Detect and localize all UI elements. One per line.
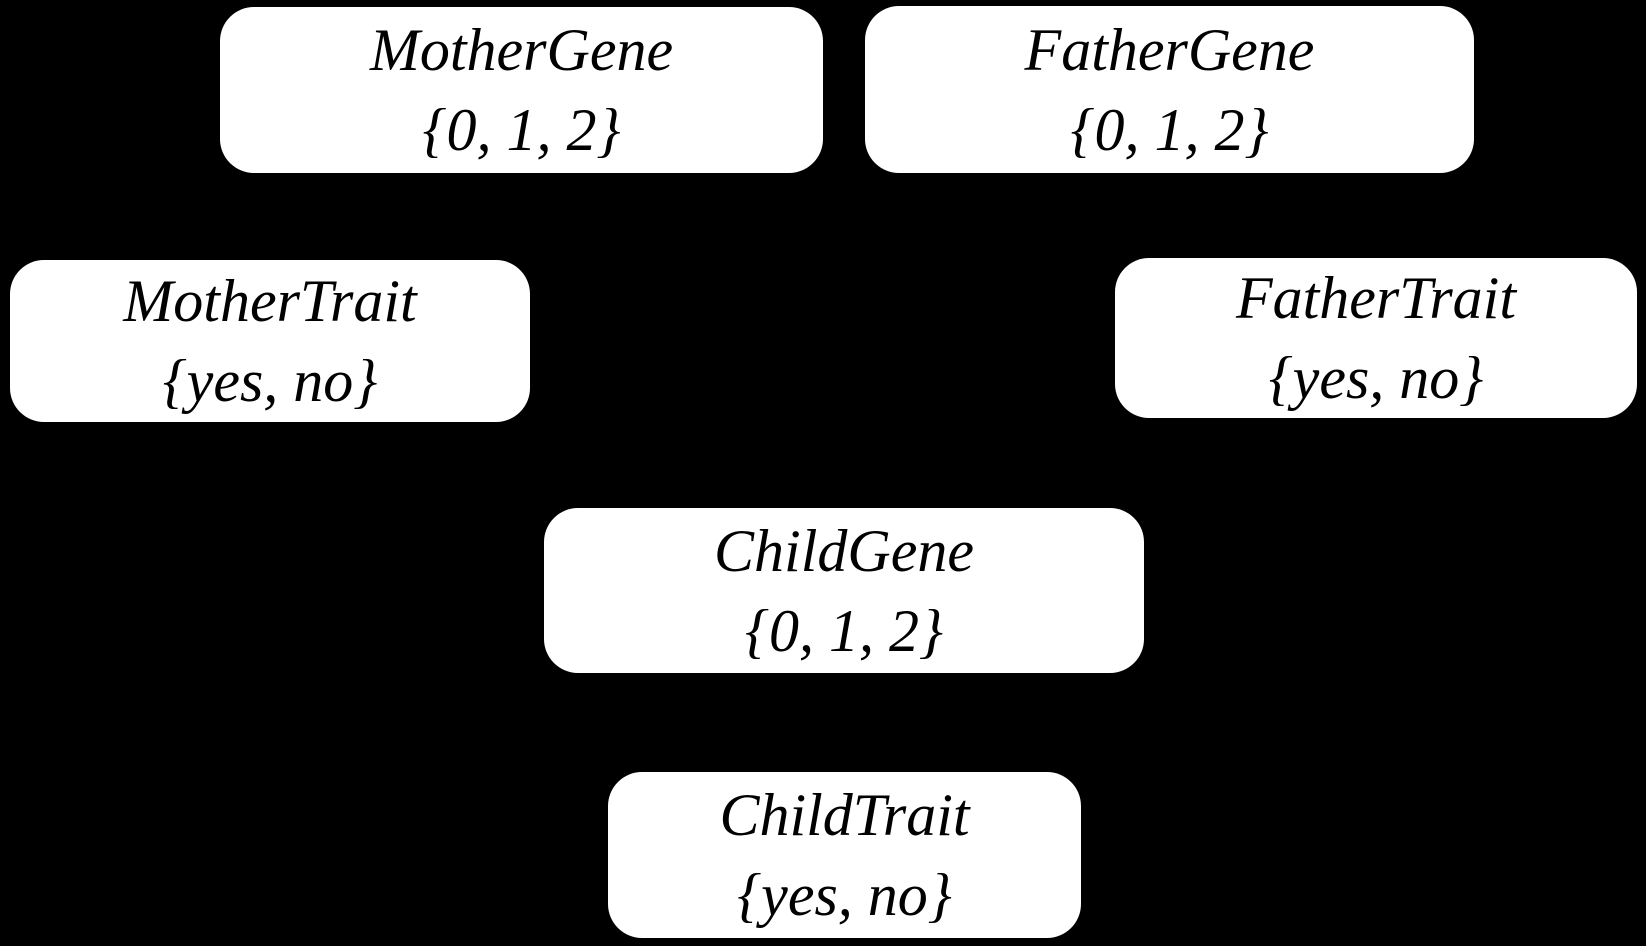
- node-mother-trait-label: MotherTrait: [123, 268, 417, 334]
- node-father-trait-label: FatherTrait: [1235, 265, 1517, 331]
- node-father-trait-domain: {yes, no}: [1268, 345, 1484, 411]
- node-child-gene-domain: {0, 1, 2}: [745, 597, 943, 664]
- node-child-trait-domain: {yes, no}: [737, 862, 952, 928]
- node-mother-trait-domain: {yes, no}: [162, 348, 378, 414]
- node-father-gene-label: FatherGene: [1024, 16, 1315, 83]
- node-child-trait: ChildTrait {yes, no}: [608, 772, 1081, 938]
- node-mother-gene: MotherGene {0, 1, 2}: [220, 7, 823, 173]
- node-father-trait: FatherTrait {yes, no}: [1115, 258, 1637, 418]
- node-mother-gene-domain: {0, 1, 2}: [422, 97, 621, 163]
- node-mother-gene-label: MotherGene: [369, 17, 674, 83]
- node-father-gene-domain: {0, 1, 2}: [1070, 96, 1269, 163]
- node-mother-trait: MotherTrait {yes, no}: [10, 260, 530, 422]
- node-child-trait-label: ChildTrait: [719, 782, 970, 848]
- node-child-gene-label: ChildGene: [714, 517, 974, 584]
- node-child-gene: ChildGene {0, 1, 2}: [544, 508, 1144, 673]
- node-father-gene: FatherGene {0, 1, 2}: [865, 6, 1474, 173]
